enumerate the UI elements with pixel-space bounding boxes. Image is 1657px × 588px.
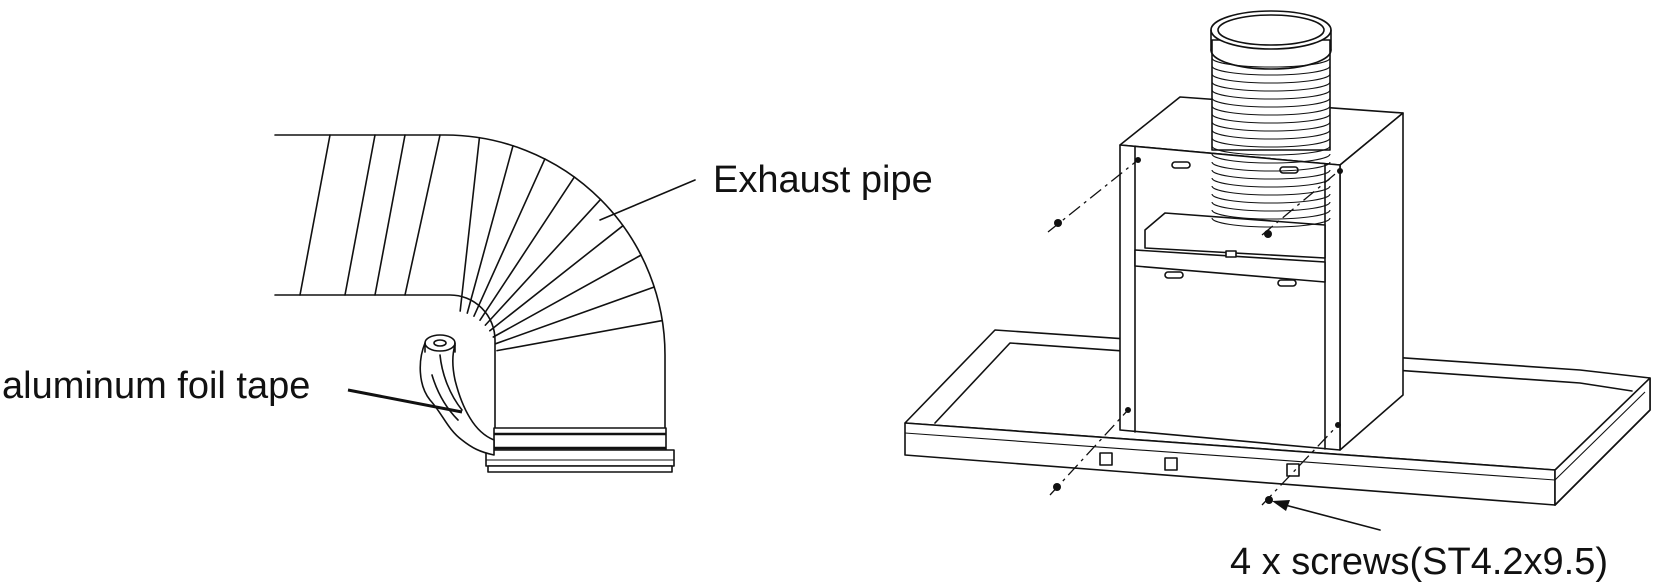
duct-ring: [1211, 177, 1331, 188]
pipe-ribs: [299, 134, 664, 352]
duct-ring: [1211, 193, 1331, 204]
duct-ring: [1211, 105, 1331, 116]
duct-ring: [1211, 161, 1331, 172]
duct-ring: [1211, 73, 1331, 84]
screws-label: 4 x screws(ST4.2x9.5): [1230, 541, 1608, 583]
duct-ring: [1211, 89, 1331, 100]
exhaust-pipe-label: Exhaust pipe: [713, 159, 933, 201]
pipe-flange: [485, 427, 675, 473]
duct-ring: [1211, 185, 1331, 196]
duct-ring: [1211, 201, 1331, 212]
screws: [1053, 157, 1343, 504]
pipe-rib: [374, 134, 406, 296]
duct-ring: [1211, 169, 1331, 180]
foil-tape-label: aluminum foil tape: [2, 365, 310, 407]
pipe-rib: [466, 144, 514, 314]
pipe-rib: [492, 254, 642, 338]
duct-ring: [1211, 113, 1331, 124]
duct-ring: [1211, 153, 1331, 164]
screw-guides: [1047, 159, 1341, 506]
pipe-rib: [479, 176, 576, 322]
screws-leader: [1284, 504, 1381, 531]
duct-ring: [1211, 145, 1331, 156]
duct-ring: [1211, 137, 1331, 148]
foil-tape-roll: [419, 334, 495, 456]
pipe-rib: [404, 134, 441, 296]
pipe-rib: [484, 198, 602, 326]
duct-ring: [1211, 97, 1331, 108]
screws-arrowhead: [1272, 500, 1290, 511]
range-hood: [904, 10, 1651, 531]
duct-ring: [1211, 57, 1331, 68]
exhaust-pipe-elbow: [274, 134, 675, 473]
hood-flex-duct: [1210, 10, 1332, 228]
pipe-rib: [299, 134, 331, 296]
exhaust-pipe-leader: [599, 179, 696, 221]
hood-chimney: [1099, 96, 1404, 477]
duct-rings: [1211, 57, 1331, 228]
pipe-rib: [344, 134, 376, 296]
pipe-rib: [494, 286, 656, 345]
duct-ring: [1211, 121, 1331, 132]
duct-ring: [1211, 81, 1331, 92]
pipe-rib: [473, 158, 546, 318]
pipe-rib: [496, 319, 664, 352]
pipe-rib: [489, 224, 624, 332]
foil-tape-leader: [347, 388, 463, 414]
pipe-rib: [459, 136, 481, 312]
duct-ring: [1211, 65, 1331, 76]
duct-ring: [1211, 129, 1331, 140]
duct-ring: [1211, 209, 1331, 220]
